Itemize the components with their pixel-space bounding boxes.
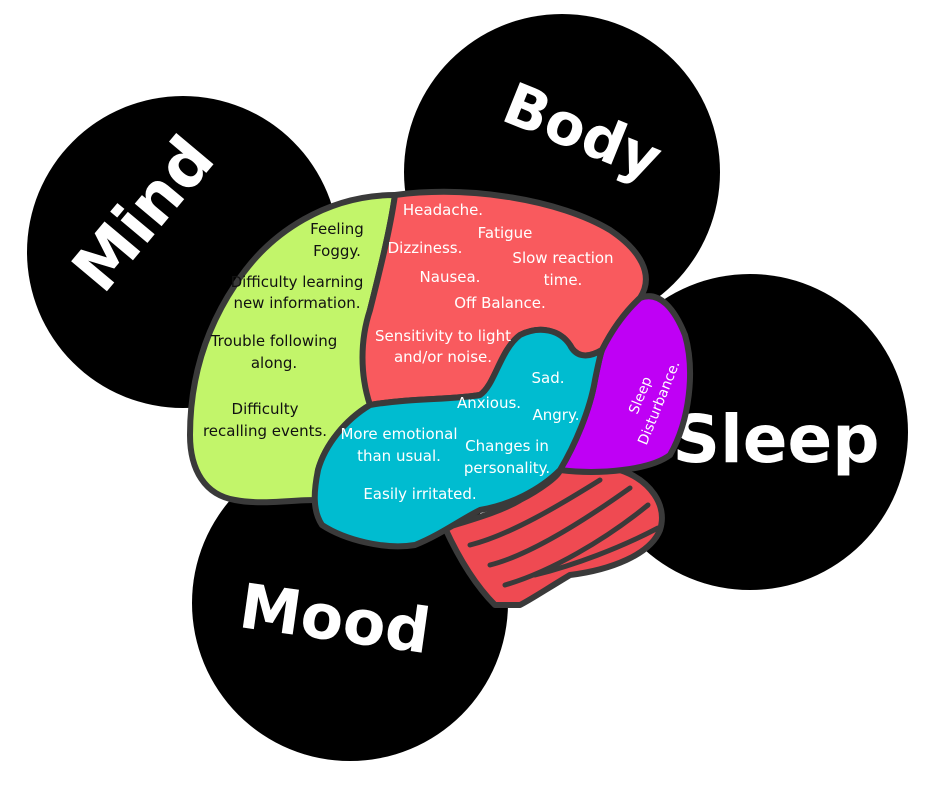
symptom-angry: Angry. <box>533 406 580 424</box>
symptom-dizziness: Dizziness. <box>388 239 463 257</box>
symptom-personality-line1: Changes in <box>465 437 549 455</box>
symptom-sensitivity-line1: Sensitivity to light <box>375 327 511 345</box>
symptom-headache: Headache. <box>403 201 483 219</box>
symptom-off-balance: Off Balance. <box>454 294 546 312</box>
symptom-following-line1: Trouble following <box>210 332 338 350</box>
symptom-feeling-foggy-line1: Feeling <box>310 220 364 238</box>
sleep-label: Sleep <box>673 401 880 478</box>
symptom-slow-reaction-line2: time. <box>544 271 583 289</box>
symptom-emotional-line2: than usual. <box>357 447 441 465</box>
symptom-fatigue: Fatigue <box>478 224 533 242</box>
symptom-emotional-line1: More emotional <box>340 425 457 443</box>
symptom-recalling-line1: Difficulty <box>232 400 299 418</box>
symptom-learning-line1: Difficulty learning <box>231 273 364 291</box>
body-symptoms: Headache. Fatigue Dizziness. Slow reacti… <box>375 201 614 366</box>
symptom-sad: Sad. <box>531 369 564 387</box>
symptom-slow-reaction-line1: Slow reaction <box>512 249 613 267</box>
mind-symptoms: Feeling Foggy. Difficulty learning new i… <box>203 220 364 440</box>
symptom-nausea: Nausea. <box>420 268 481 286</box>
symptom-anxious: Anxious. <box>457 394 521 412</box>
symptom-learning-line2: new information. <box>233 294 360 312</box>
symptom-feeling-foggy-line2: Foggy. <box>313 242 361 260</box>
symptom-recalling-line2: recalling events. <box>203 422 327 440</box>
symptom-personality-line2: personality. <box>464 459 550 477</box>
symptom-irritated: Easily irritated. <box>363 485 476 503</box>
symptom-sensitivity-line2: and/or noise. <box>394 348 492 366</box>
mood-region <box>311 326 605 550</box>
mood-symptoms: Sad. Anxious. Angry. More emotional than… <box>340 369 579 503</box>
symptom-following-line2: along. <box>251 354 297 372</box>
